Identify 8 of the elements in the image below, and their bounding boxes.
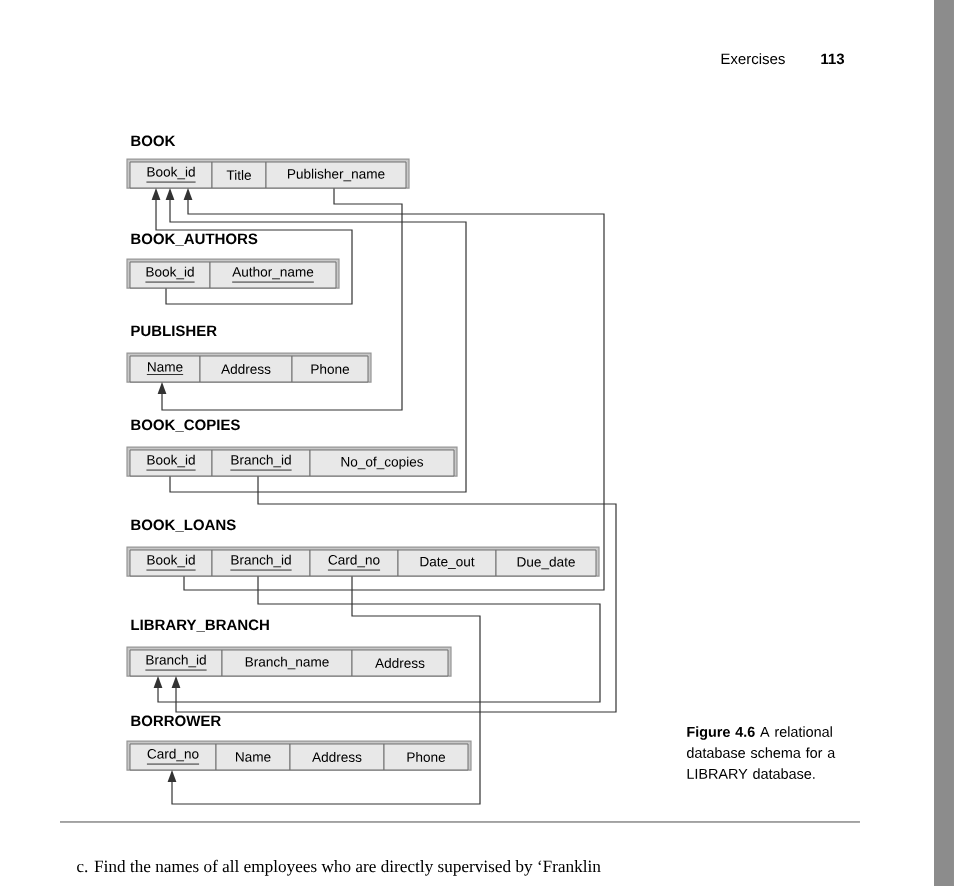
arrow	[165, 188, 467, 493]
exercise-text: c. Find the names of all employees who are directly supervised by ‘Franklin	[77, 859, 601, 876]
arrow	[151, 188, 353, 305]
arrow	[167, 575, 481, 805]
arrow	[157, 187, 403, 411]
arrow	[183, 188, 605, 591]
arrow	[153, 575, 601, 703]
arrow	[171, 475, 617, 713]
